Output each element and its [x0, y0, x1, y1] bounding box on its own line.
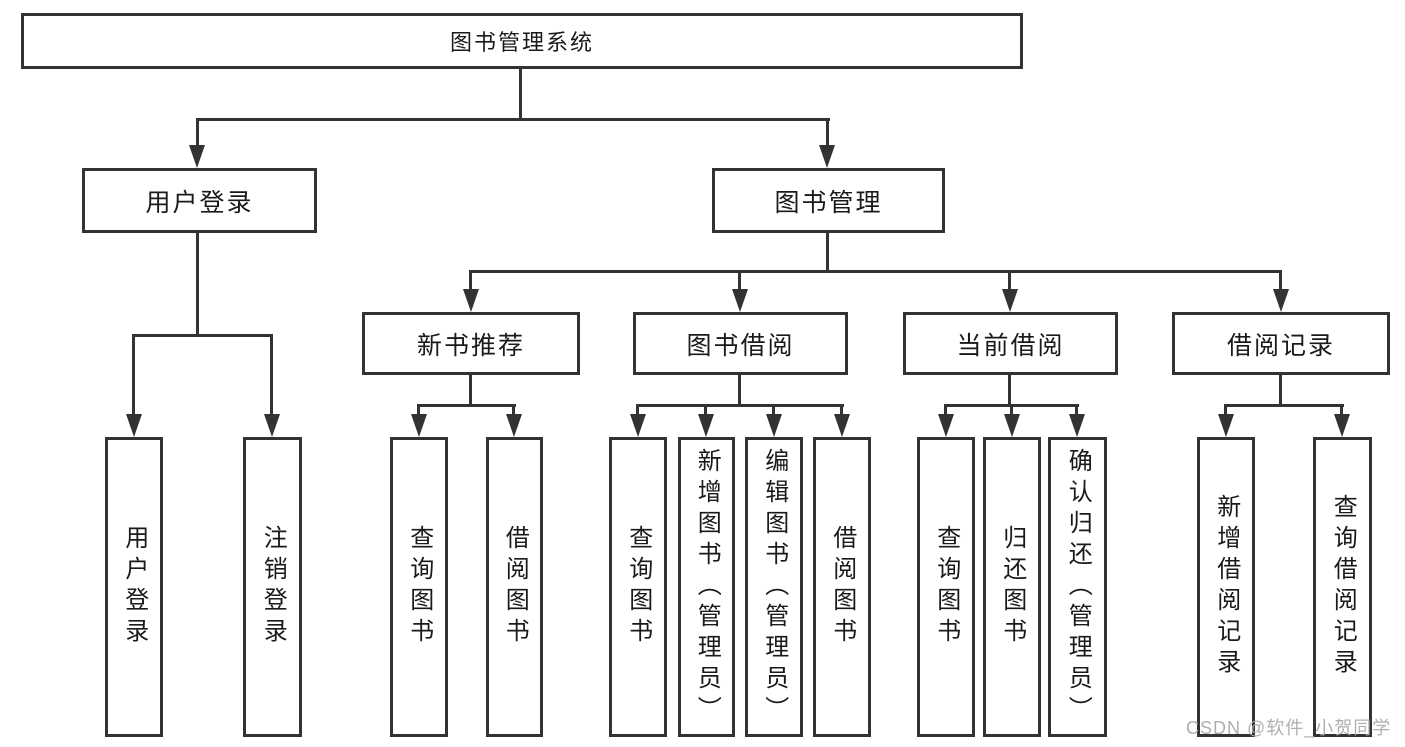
leaf-label: 查询图书: [405, 525, 433, 649]
arrowhead-icon: [506, 414, 522, 437]
connector-line: [826, 232, 829, 273]
connector-line: [270, 334, 273, 416]
connector-line: [469, 270, 1282, 273]
node-current-borrow-label: 当前借阅: [956, 331, 1065, 360]
arrowhead-icon: [938, 414, 954, 437]
connector-line: [772, 404, 775, 416]
leaf-label: 用户登录: [120, 525, 148, 649]
leaf-add-borrow-record: 新增借阅记录: [1197, 437, 1255, 737]
connector-line: [1340, 404, 1343, 416]
connector-line: [519, 69, 522, 121]
leaf-label: 新增借阅记录: [1212, 494, 1240, 680]
arrowhead-icon: [1273, 289, 1289, 312]
connector-line: [738, 270, 741, 292]
leaf-edit-books-admin: 编辑图书（管理员）: [745, 437, 803, 737]
connector-line: [1008, 375, 1011, 407]
arrowhead-icon: [819, 145, 835, 168]
node-root: 图书管理系统: [21, 13, 1023, 69]
node-current-borrow: 当前借阅: [903, 312, 1118, 375]
connector-line: [132, 334, 273, 337]
connector-line: [1224, 404, 1344, 407]
leaf-borrow-books-recommend: 借阅图书: [486, 437, 543, 737]
leaf-label: 查询图书: [624, 525, 652, 649]
arrowhead-icon: [698, 414, 714, 437]
connector-line: [1010, 404, 1013, 416]
node-root-label: 图书管理系统: [449, 30, 594, 55]
node-borrow-records: 借阅记录: [1172, 312, 1390, 375]
connector-line: [826, 118, 829, 148]
connector-line: [512, 404, 515, 416]
leaf-logout: 注销登录: [243, 437, 302, 737]
connector-line: [944, 404, 947, 416]
connector-line: [196, 118, 199, 148]
connector-line: [417, 404, 516, 407]
leaf-user-login: 用户登录: [105, 437, 163, 737]
connector-line: [1224, 404, 1227, 416]
leaf-label: 借阅图书: [828, 525, 856, 649]
connector-line: [196, 232, 199, 337]
connector-line: [840, 404, 843, 416]
arrowhead-icon: [732, 289, 748, 312]
connector-line: [132, 334, 135, 416]
leaf-query-books-current: 查询图书: [917, 437, 975, 737]
leaf-label: 查询借阅记录: [1329, 494, 1357, 680]
csdn-watermark: CSDN @软件_小贺同学: [1186, 718, 1392, 738]
connector-line: [1279, 375, 1282, 407]
arrowhead-icon: [411, 414, 427, 437]
connector-line: [704, 404, 707, 416]
arrowhead-icon: [1218, 414, 1234, 437]
connector-line: [1279, 270, 1282, 292]
arrowhead-icon: [1004, 414, 1020, 437]
connector-line: [196, 118, 830, 121]
node-book-management-label: 图书管理: [774, 188, 883, 217]
connector-line: [1075, 404, 1078, 416]
node-new-book-recommend-label: 新书推荐: [416, 331, 525, 360]
leaf-label: 注销登录: [259, 525, 287, 649]
arrowhead-icon: [1002, 289, 1018, 312]
leaf-label: 查询图书: [932, 525, 960, 649]
node-book-borrow-label: 图书借阅: [686, 331, 795, 360]
arrowhead-icon: [189, 145, 205, 168]
connector-line: [469, 270, 472, 292]
leaf-confirm-return-admin: 确认归还（管理员）: [1048, 437, 1107, 737]
node-book-management: 图书管理: [712, 168, 945, 233]
node-new-book-recommend: 新书推荐: [362, 312, 580, 375]
leaf-add-books-admin: 新增图书（管理员）: [678, 437, 735, 737]
connector-line: [738, 375, 741, 407]
node-user-login-label: 用户登录: [145, 188, 254, 217]
leaf-label: 新增图书（管理员）: [693, 447, 721, 727]
connector-line: [636, 404, 844, 407]
leaf-query-books-borrow: 查询图书: [609, 437, 667, 737]
leaf-query-borrow-record: 查询借阅记录: [1313, 437, 1372, 737]
arrowhead-icon: [126, 414, 142, 437]
leaf-label: 借阅图书: [501, 525, 529, 649]
connector-line: [417, 404, 420, 416]
arrowhead-icon: [766, 414, 782, 437]
node-user-login: 用户登录: [82, 168, 317, 233]
leaf-return-books: 归还图书: [983, 437, 1041, 737]
node-book-borrow: 图书借阅: [633, 312, 848, 375]
arrowhead-icon: [834, 414, 850, 437]
arrowhead-icon: [630, 414, 646, 437]
leaf-label: 编辑图书（管理员）: [760, 447, 788, 727]
arrowhead-icon: [1334, 414, 1350, 437]
leaf-query-books-recommend: 查询图书: [390, 437, 448, 737]
node-borrow-records-label: 借阅记录: [1226, 331, 1335, 360]
connector-line: [636, 404, 639, 416]
leaf-label: 归还图书: [998, 525, 1026, 649]
arrowhead-icon: [1069, 414, 1085, 437]
connector-line: [469, 375, 472, 407]
arrowhead-icon: [463, 289, 479, 312]
arrowhead-icon: [264, 414, 280, 437]
leaf-borrow-books: 借阅图书: [813, 437, 871, 737]
leaf-label: 确认归还（管理员）: [1064, 447, 1092, 727]
connector-line: [1008, 270, 1011, 292]
